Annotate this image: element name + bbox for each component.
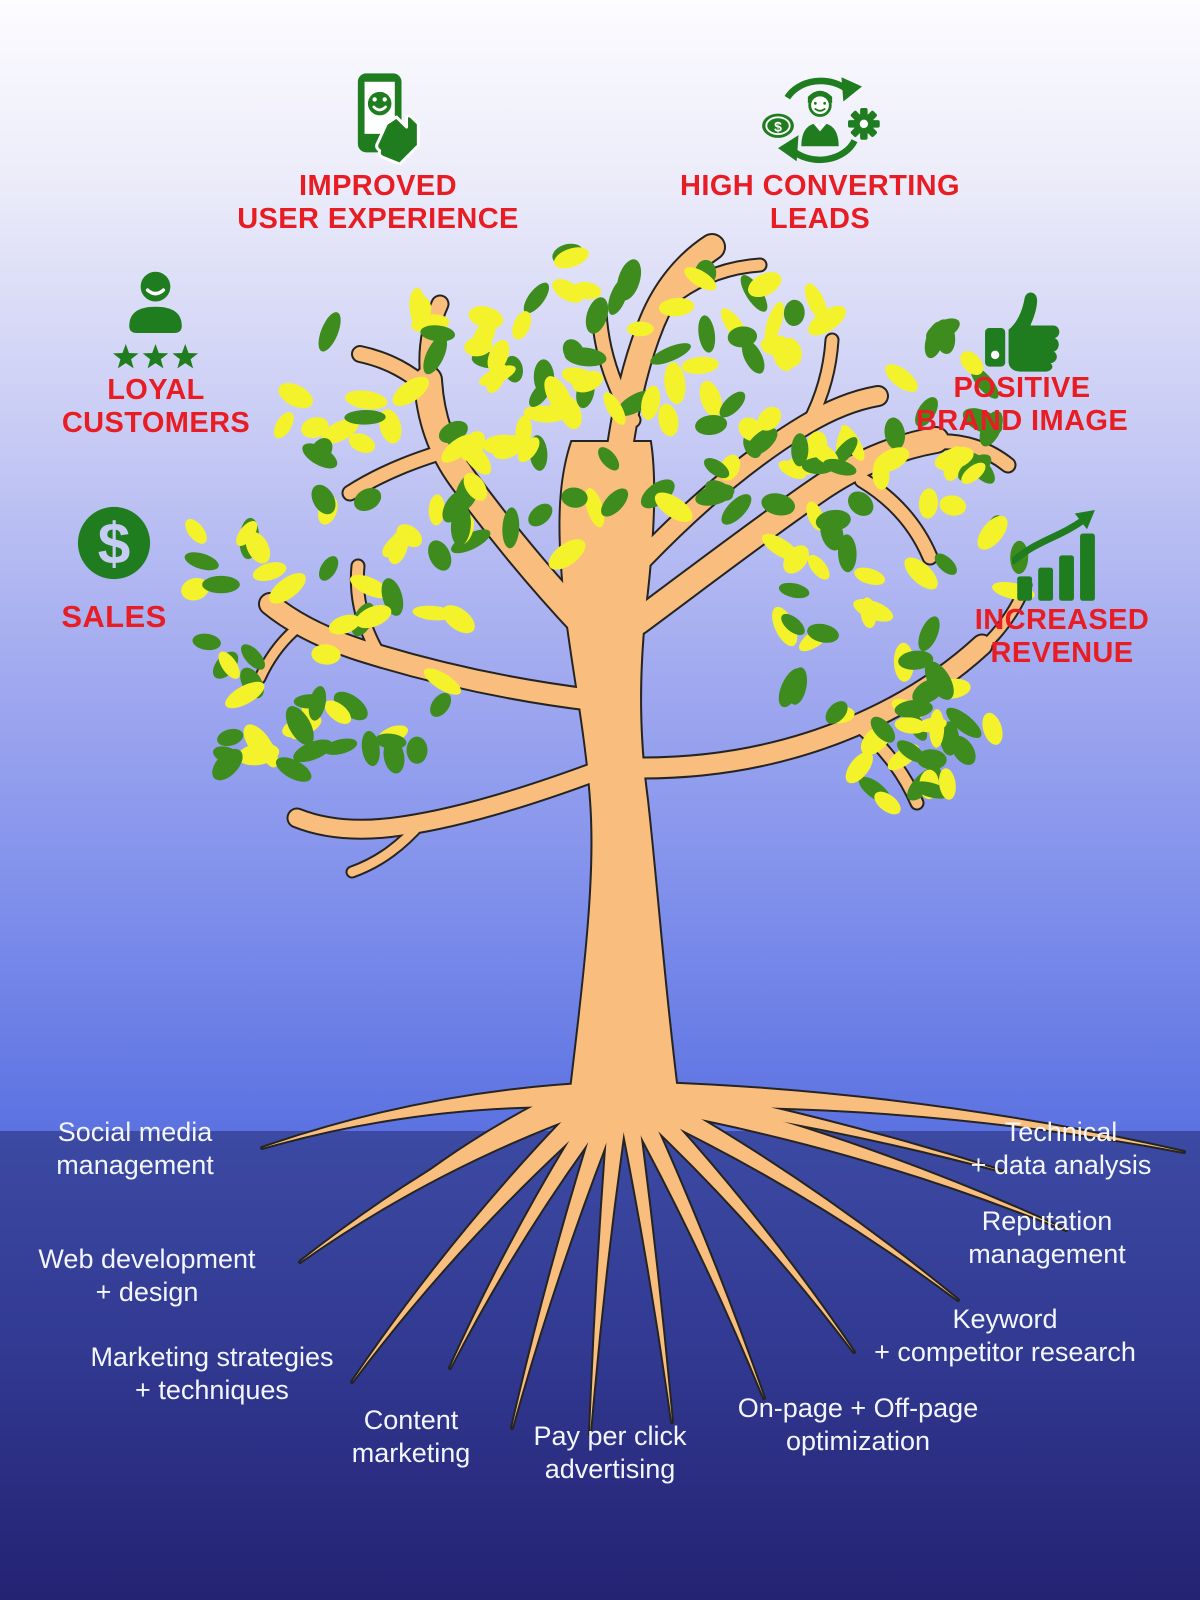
- service-label-line: Pay per click: [533, 1421, 687, 1451]
- benefit-positive-brand-image: POSITIVE BRAND IMAGE: [916, 372, 1128, 438]
- service-social-media-management: Social media management: [56, 1116, 214, 1182]
- service-label-line: management: [968, 1239, 1126, 1269]
- phone-smiley-icon: [357, 73, 420, 166]
- dollar-coin-icon: $: [77, 506, 151, 580]
- service-pay-per-click-advertising: Pay per click advertising: [533, 1420, 686, 1486]
- thumbs-up-icon: [985, 292, 1060, 372]
- service-label-line: + data analysis: [970, 1150, 1152, 1180]
- benefit-sales: SALES: [61, 600, 166, 633]
- benefit-high-converting-leads: HIGH CONVERTING LEADS: [680, 170, 960, 236]
- conversion-cycle-icon: $: [762, 77, 880, 164]
- service-label-line: On-page + Off-page: [737, 1393, 979, 1423]
- benefit-label-line: LEADS: [769, 203, 871, 235]
- service-marketing-strategies-techniques: Marketing strategies + techniques: [90, 1341, 333, 1407]
- benefit-label-line: IMPROVED: [299, 170, 457, 202]
- benefit-label-line: REVENUE: [990, 637, 1134, 669]
- benefit-label-line: USER EXPERIENCE: [237, 203, 519, 235]
- benefit-loyal-customers: LOYAL CUSTOMERS: [62, 374, 250, 440]
- customer-stars-icon: [112, 271, 199, 369]
- service-label-line: advertising: [544, 1454, 676, 1484]
- service-label-line: Content: [363, 1405, 459, 1435]
- service-technical-data-analysis: Technical + data analysis: [971, 1116, 1152, 1182]
- service-reputation-management: Reputation management: [968, 1205, 1126, 1271]
- service-label-line: Marketing strategies: [90, 1342, 334, 1372]
- benefit-improved-user-experience: IMPROVED USER EXPERIENCE: [237, 170, 519, 236]
- service-label-line: + techniques: [135, 1375, 289, 1405]
- tree-leaves: [181, 243, 1035, 815]
- benefit-increased-revenue: INCREASED REVENUE: [975, 604, 1149, 670]
- service-label-line: + competitor research: [874, 1337, 1136, 1367]
- service-label-line: marketing: [351, 1438, 471, 1468]
- benefit-label-line: BRAND IMAGE: [915, 405, 1129, 437]
- benefit-label-line: CUSTOMERS: [61, 407, 251, 439]
- service-label-line: Web development: [38, 1244, 256, 1274]
- service-label-line: Reputation: [981, 1206, 1113, 1236]
- growth-chart-icon: [1012, 510, 1095, 601]
- service-keyword-competitor-research: Keyword + competitor research: [874, 1303, 1136, 1369]
- service-label-line: Social media: [57, 1117, 213, 1147]
- service-label-line: Keyword: [952, 1304, 1058, 1334]
- benefit-label-line: INCREASED: [974, 604, 1150, 636]
- service-content-marketing: Content marketing: [352, 1404, 471, 1470]
- benefit-label-line: LOYAL: [107, 374, 205, 406]
- service-web-development-design: Web development + design: [38, 1243, 255, 1309]
- service-on-page-off-page-optimization: On-page + Off-page optimization: [738, 1392, 978, 1458]
- sales-dollar-glyph: $: [98, 511, 131, 576]
- benefit-label-line: HIGH CONVERTING: [680, 170, 960, 202]
- service-label-line: management: [56, 1150, 214, 1180]
- benefit-label-line: SALES: [61, 599, 167, 634]
- coin-dollar-glyph: $: [774, 118, 782, 134]
- service-label-line: + design: [95, 1277, 199, 1307]
- service-label-line: Technical: [1004, 1117, 1118, 1147]
- benefit-label-line: POSITIVE: [953, 372, 1091, 404]
- service-label-line: optimization: [785, 1426, 931, 1456]
